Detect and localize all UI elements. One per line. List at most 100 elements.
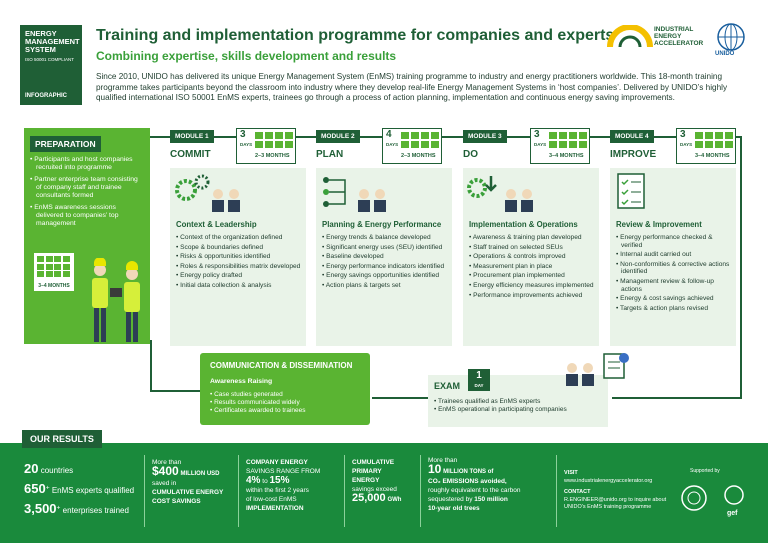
- list-item: • Staff trained on selected SEUs: [469, 243, 563, 251]
- list-item: • Energy performance checked & verified: [616, 234, 713, 249]
- divider: [344, 455, 345, 527]
- partner-logo-icon: [681, 485, 707, 511]
- flow-arrow-bottom-right: [612, 397, 742, 399]
- list-item: • Management review & follow-up actions: [616, 277, 714, 293]
- visit-link[interactable]: www.industrialenergyaccelerator.org: [564, 477, 653, 484]
- list-item: • Context of the organization defined: [176, 234, 283, 241]
- module-4-list: • Energy performance checked & verified …: [616, 234, 734, 314]
- exam-team-icon: [566, 353, 629, 386]
- list-item: • EnMS operational in participating comp…: [434, 406, 567, 413]
- intro-text: Since 2010, UNIDO has delivered its uniq…: [96, 72, 728, 102]
- module-2-days: 4: [386, 129, 392, 140]
- module-2-list: • Energy trends & balance developed • Si…: [322, 234, 448, 292]
- list-item: • Measurement plan in place: [469, 262, 553, 270]
- brand-line-3: SYSTEM: [25, 45, 56, 54]
- divider: [238, 455, 239, 527]
- list-item: • Initial data collection & analysis: [176, 281, 272, 289]
- preparation-title: PREPARATION: [30, 136, 101, 152]
- preparation-item: • Participants and host companies recrui…: [30, 156, 133, 171]
- results-bar: [0, 443, 768, 543]
- exam-list: • Trainees qualified as EnMS experts • E…: [434, 398, 614, 414]
- communication-list: • Case studies generated • Results commu…: [210, 391, 360, 415]
- module-3-name: DO: [463, 149, 478, 160]
- list-item: • Energy performance indicators identifi…: [322, 262, 445, 270]
- divider: [144, 455, 145, 527]
- result-experts: 650+ EnMS experts qualified: [24, 481, 135, 496]
- communication-panel: [200, 353, 370, 425]
- module-4-heading: Review & Improvement: [616, 220, 702, 229]
- unido-globe-icon: [717, 23, 745, 51]
- module-2-name: PLAN: [316, 149, 344, 160]
- contact-email-link[interactable]: R.ENGINEER@unido.org to inquire about: [564, 496, 667, 503]
- workers-illustration-icon: [92, 258, 140, 342]
- preparation-item: • Partner enterprise team consisting of …: [30, 176, 138, 199]
- gears-team-icon: [175, 174, 240, 212]
- list-item: • Action plans & targets set: [322, 281, 401, 289]
- module-1-list: • Context of the organization defined • …: [176, 234, 302, 292]
- preparation-months: 3–4 MONTHS: [38, 283, 70, 289]
- brand-line-1: ENERGY: [25, 29, 57, 38]
- module-3-panel: [463, 168, 599, 346]
- list-item: • Baseline developed: [322, 253, 384, 261]
- communication-subtitle: Awareness Raising: [210, 378, 273, 385]
- list-item: • Performance improvements achieved: [469, 291, 583, 299]
- module-1-days-label: DAYS: [240, 142, 253, 147]
- module-3-months: 3–4 MONTHS: [549, 153, 584, 159]
- list-item: • Scope & boundaries defined: [176, 243, 263, 251]
- flow-arrow-top: [150, 136, 740, 138]
- page-title: Training and implementation programme fo…: [96, 27, 615, 44]
- gef-logo-icon: [724, 485, 744, 505]
- module-3-list: • Awareness & training plan developed • …: [469, 234, 595, 301]
- preparation-calendar-icon: [34, 253, 74, 291]
- module-1-tag: MODULE 1: [170, 130, 214, 143]
- list-item: • Risks & opportunities identified: [176, 253, 271, 261]
- list-item: • Significant energy uses (SEU) identifi…: [322, 243, 443, 251]
- list-item: • Roles & responsibilities matrix develo…: [176, 262, 301, 270]
- list-item: • Energy & cost savings achieved: [616, 295, 714, 303]
- brand-iso: ISO 50001 COMPLIANT: [25, 57, 75, 62]
- module-2-calendar-icon: 4 DAYS 2–3 MONTHS: [382, 128, 442, 164]
- process-team-icon: [323, 177, 386, 212]
- checklist-icon: [617, 173, 645, 209]
- iea-line-3: ACCELERATOR: [654, 40, 704, 47]
- divider: [556, 455, 557, 527]
- module-4-days: 3: [680, 129, 686, 140]
- list-item: • Energy efficiency measures implemented: [469, 281, 594, 289]
- module-1-heading: Context & Leadership: [176, 220, 257, 229]
- results-tag: OUR RESULTS: [22, 430, 102, 448]
- flow-arrow-right: [740, 136, 742, 398]
- iea-text: INDUSTRIAL ENERGY ACCELERATOR: [654, 26, 703, 47]
- list-item: • Energy policy drafted: [176, 272, 243, 280]
- module-3-days: 3: [534, 129, 540, 140]
- module-1-days: 3: [240, 129, 246, 140]
- result-enterprises: 3,500+ enterprises trained: [24, 501, 129, 516]
- module-1-name: COMMIT: [170, 149, 211, 160]
- result-cost-savings: More than $400 MILLION USD saved in CUMU…: [152, 459, 224, 505]
- module-3-days-label: DAYS: [534, 142, 547, 147]
- module-4-months: 3–4 MONTHS: [695, 153, 730, 159]
- list-item: • Internal audit carried out: [616, 251, 692, 259]
- visit-contact: VISIT www.industrialenergyaccelerator.or…: [564, 470, 667, 510]
- module-4-days-label: DAYS: [680, 142, 693, 147]
- flow-arrow-bottom-left: [150, 390, 200, 392]
- gef-text: gef: [727, 510, 738, 517]
- supported-by: Supported by: [690, 468, 720, 474]
- divider: [420, 455, 421, 527]
- list-item: • Energy savings opportunities identifie…: [322, 272, 440, 280]
- iea-line-1: INDUSTRIAL: [654, 26, 694, 33]
- result-company-savings: COMPANY ENERGY SAVINGS RANGE FROM 4% to …: [246, 459, 321, 512]
- module-4-name: IMPROVE: [610, 149, 657, 160]
- list-item: • Results communicated widely: [210, 399, 300, 406]
- module-3-heading: Implementation & Operations: [469, 220, 578, 229]
- module-1-months: 2–3 MONTHS: [255, 153, 290, 159]
- list-item: • Case studies generated: [210, 391, 283, 398]
- module-2-days-label: DAYS: [386, 142, 399, 147]
- module-2-heading: Planning & Energy Performance: [322, 220, 442, 229]
- iea-line-2: ENERGY: [654, 33, 682, 40]
- communication-title: COMMUNICATION & DISSEMINATION: [210, 361, 353, 370]
- module-2-months: 2–3 MONTHS: [401, 153, 436, 159]
- list-item: • Operations & controls improved: [469, 253, 566, 261]
- module-3-tag: MODULE 3: [463, 130, 507, 143]
- module-4-calendar-icon: 3 DAYS 3–4 MONTHS: [676, 128, 736, 164]
- brand-type: INFOGRAPHIC: [25, 93, 67, 99]
